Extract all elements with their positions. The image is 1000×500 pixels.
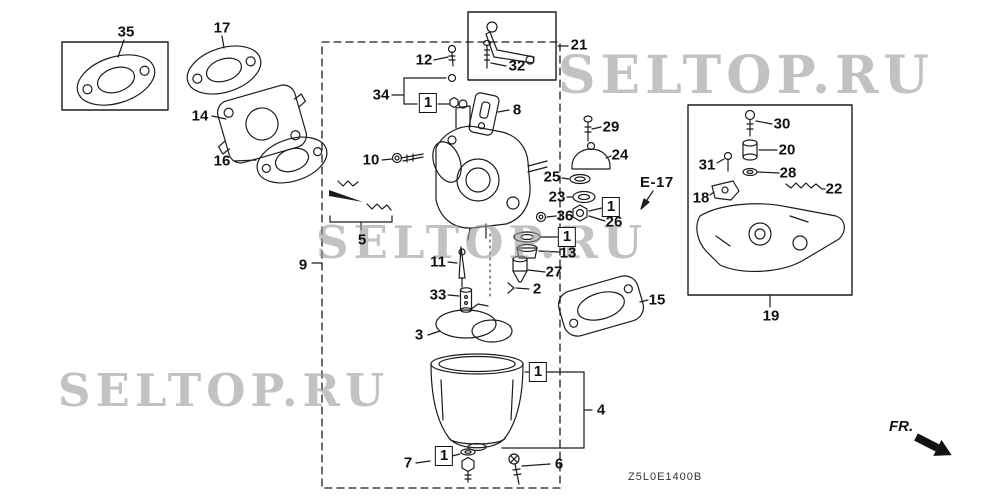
part-number-label[interactable]: 9 bbox=[298, 256, 308, 274]
part-number-label[interactable]: 23 bbox=[548, 188, 566, 206]
part-number-label[interactable]: 29 bbox=[602, 118, 620, 136]
part-number-label[interactable]: 31 bbox=[698, 156, 716, 174]
part-number-label[interactable]: 2 bbox=[532, 280, 542, 298]
part-number-label[interactable]: 1 bbox=[418, 93, 438, 113]
part-number-label[interactable]: 5 bbox=[357, 231, 367, 249]
part-number-label[interactable]: 19 bbox=[762, 307, 780, 325]
part-number-label[interactable]: 1 bbox=[601, 197, 621, 217]
part-number-label[interactable]: 4 bbox=[596, 401, 606, 419]
part-number-label[interactable]: 1 bbox=[434, 446, 454, 466]
part-number-label[interactable]: 30 bbox=[773, 115, 791, 133]
part-number-label[interactable]: 7 bbox=[403, 454, 413, 472]
part-number-label[interactable]: 18 bbox=[692, 189, 710, 207]
part-number-label[interactable]: 13 bbox=[559, 244, 577, 262]
part-number-label[interactable]: 12 bbox=[415, 51, 433, 69]
part-number-label[interactable]: 33 bbox=[429, 286, 447, 304]
part-number-label[interactable]: 32 bbox=[508, 57, 526, 75]
part-number-label[interactable]: 28 bbox=[779, 164, 797, 182]
part-number-label[interactable]: 36 bbox=[556, 207, 574, 225]
part-number-label[interactable]: 15 bbox=[648, 291, 666, 309]
part-number-label[interactable]: 14 bbox=[191, 107, 209, 125]
part-number-label[interactable]: 10 bbox=[362, 151, 380, 169]
part-number-label[interactable]: 34 bbox=[372, 86, 390, 104]
part-number-label[interactable]: 16 bbox=[213, 152, 231, 170]
part-number-label[interactable]: 1 bbox=[557, 227, 577, 247]
part-number-label[interactable]: 20 bbox=[778, 141, 796, 159]
part-number-label[interactable]: 11 bbox=[430, 253, 446, 271]
front-direction-label: FR. bbox=[889, 418, 914, 435]
part-number-label[interactable]: 27 bbox=[545, 263, 563, 281]
part-number-label[interactable]: 22 bbox=[825, 180, 843, 198]
part-number-label[interactable]: 35 bbox=[117, 23, 135, 41]
part-number-label[interactable]: 6 bbox=[554, 455, 564, 473]
part-number-label[interactable]: 24 bbox=[611, 146, 629, 164]
diagram-code: Z5L0E1400B bbox=[628, 471, 703, 483]
part-number-label[interactable]: 1 bbox=[528, 362, 548, 382]
reference-label-e17[interactable]: E-17 bbox=[640, 174, 674, 191]
part-number-label[interactable]: 3 bbox=[414, 326, 424, 344]
front-direction-arrow-icon bbox=[914, 433, 952, 456]
part-number-label[interactable]: 8 bbox=[512, 101, 522, 119]
part-number-label[interactable]: 17 bbox=[213, 19, 231, 37]
part-number-label[interactable]: 25 bbox=[543, 168, 561, 186]
part-number-label[interactable]: 26 bbox=[605, 213, 623, 231]
part-number-label[interactable]: 21 bbox=[570, 36, 588, 54]
